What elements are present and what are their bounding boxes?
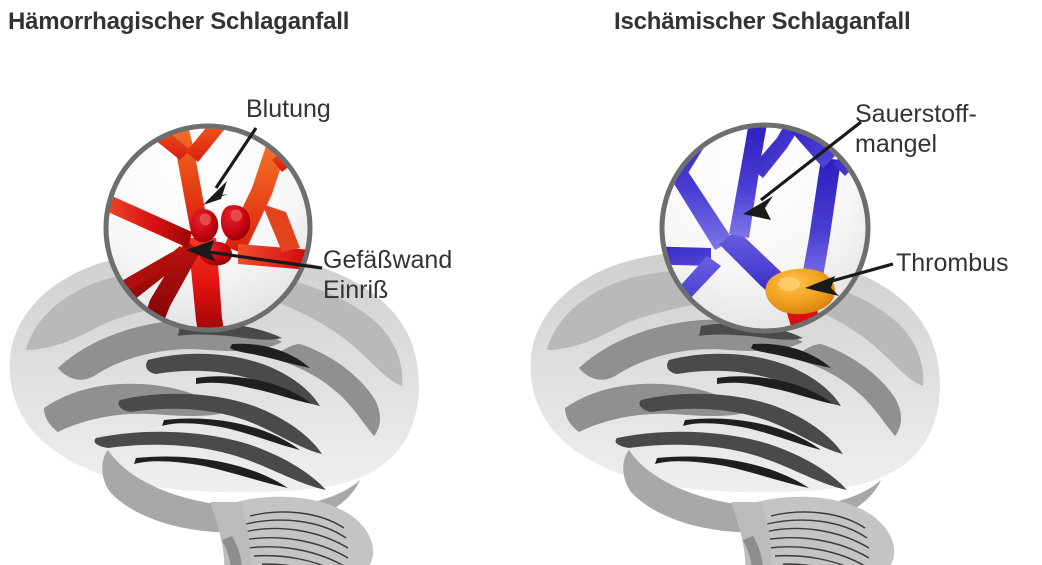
blood-droplet-2	[220, 205, 251, 241]
callout-label-gefaesswand: Gefäßwand Einriß	[323, 246, 453, 304]
vessel-fork-left-upper	[662, 125, 679, 176]
brain-sulci-darkest	[134, 343, 312, 488]
hemorrhage-inset-svg	[103, 123, 323, 333]
vessel-branch-right-horizontal	[238, 244, 310, 272]
vessel-branch-lower-left	[140, 240, 200, 330]
blood-droplet-highlight-2	[230, 209, 243, 222]
panel-hemorrhagic: Hämorrhagischer Schlaganfall	[8, 8, 453, 565]
vessel-branch-upper-left-ext	[106, 180, 110, 212]
blood-droplet-1	[190, 209, 219, 243]
page-title-hemorrhagic: Hämorrhagischer Schlaganfall	[8, 8, 350, 35]
page-title-ischemic: Ischämischer Schlaganfall	[614, 8, 911, 35]
brain-sulci-darkest	[655, 343, 833, 488]
callout-label-thrombus: Thrombus	[896, 249, 1009, 277]
vessel-branch-right-main	[801, 158, 841, 288]
ischemia-inset	[521, 0, 1042, 565]
brain-stem-shadow	[222, 536, 242, 565]
brain-stem	[210, 502, 251, 565]
callout-label-blutung: Blutung	[246, 95, 331, 123]
vessel-branch-center-upright	[729, 125, 767, 238]
thrombus-highlight	[778, 277, 800, 291]
brain-stem-shadow	[743, 536, 763, 565]
inset-circle-border	[103, 123, 313, 333]
vessel-fork-center	[751, 125, 797, 178]
blood-droplet-highlight-1	[199, 213, 212, 226]
callout-label-sauerstoffmangel: Sauerstoff- mangel	[855, 100, 977, 158]
arrow-thrombus	[805, 262, 894, 296]
inset-circle-border	[659, 122, 871, 334]
brain-illustration-ischemic	[521, 240, 1042, 565]
brain-svg-right	[530, 249, 940, 565]
ischemia-inset-svg	[659, 120, 894, 334]
cerebellum-striations	[243, 511, 349, 565]
vessel-joint-right	[262, 204, 300, 252]
vessel-branch-upper-left	[106, 182, 192, 248]
brain-stem	[731, 502, 772, 565]
cerebellum-striations	[764, 511, 870, 565]
vessel-fork-right-upper	[272, 126, 310, 172]
panel-ischemic: Ischämischer Schlaganfall	[521, 0, 1042, 565]
arrow-sauerstoffmangel	[743, 120, 862, 220]
hemorrhage-inset	[103, 123, 323, 333]
arrow-blutung	[203, 127, 258, 205]
vessel-fork-right	[186, 126, 236, 162]
arrow-gefaesswand	[186, 240, 323, 270]
